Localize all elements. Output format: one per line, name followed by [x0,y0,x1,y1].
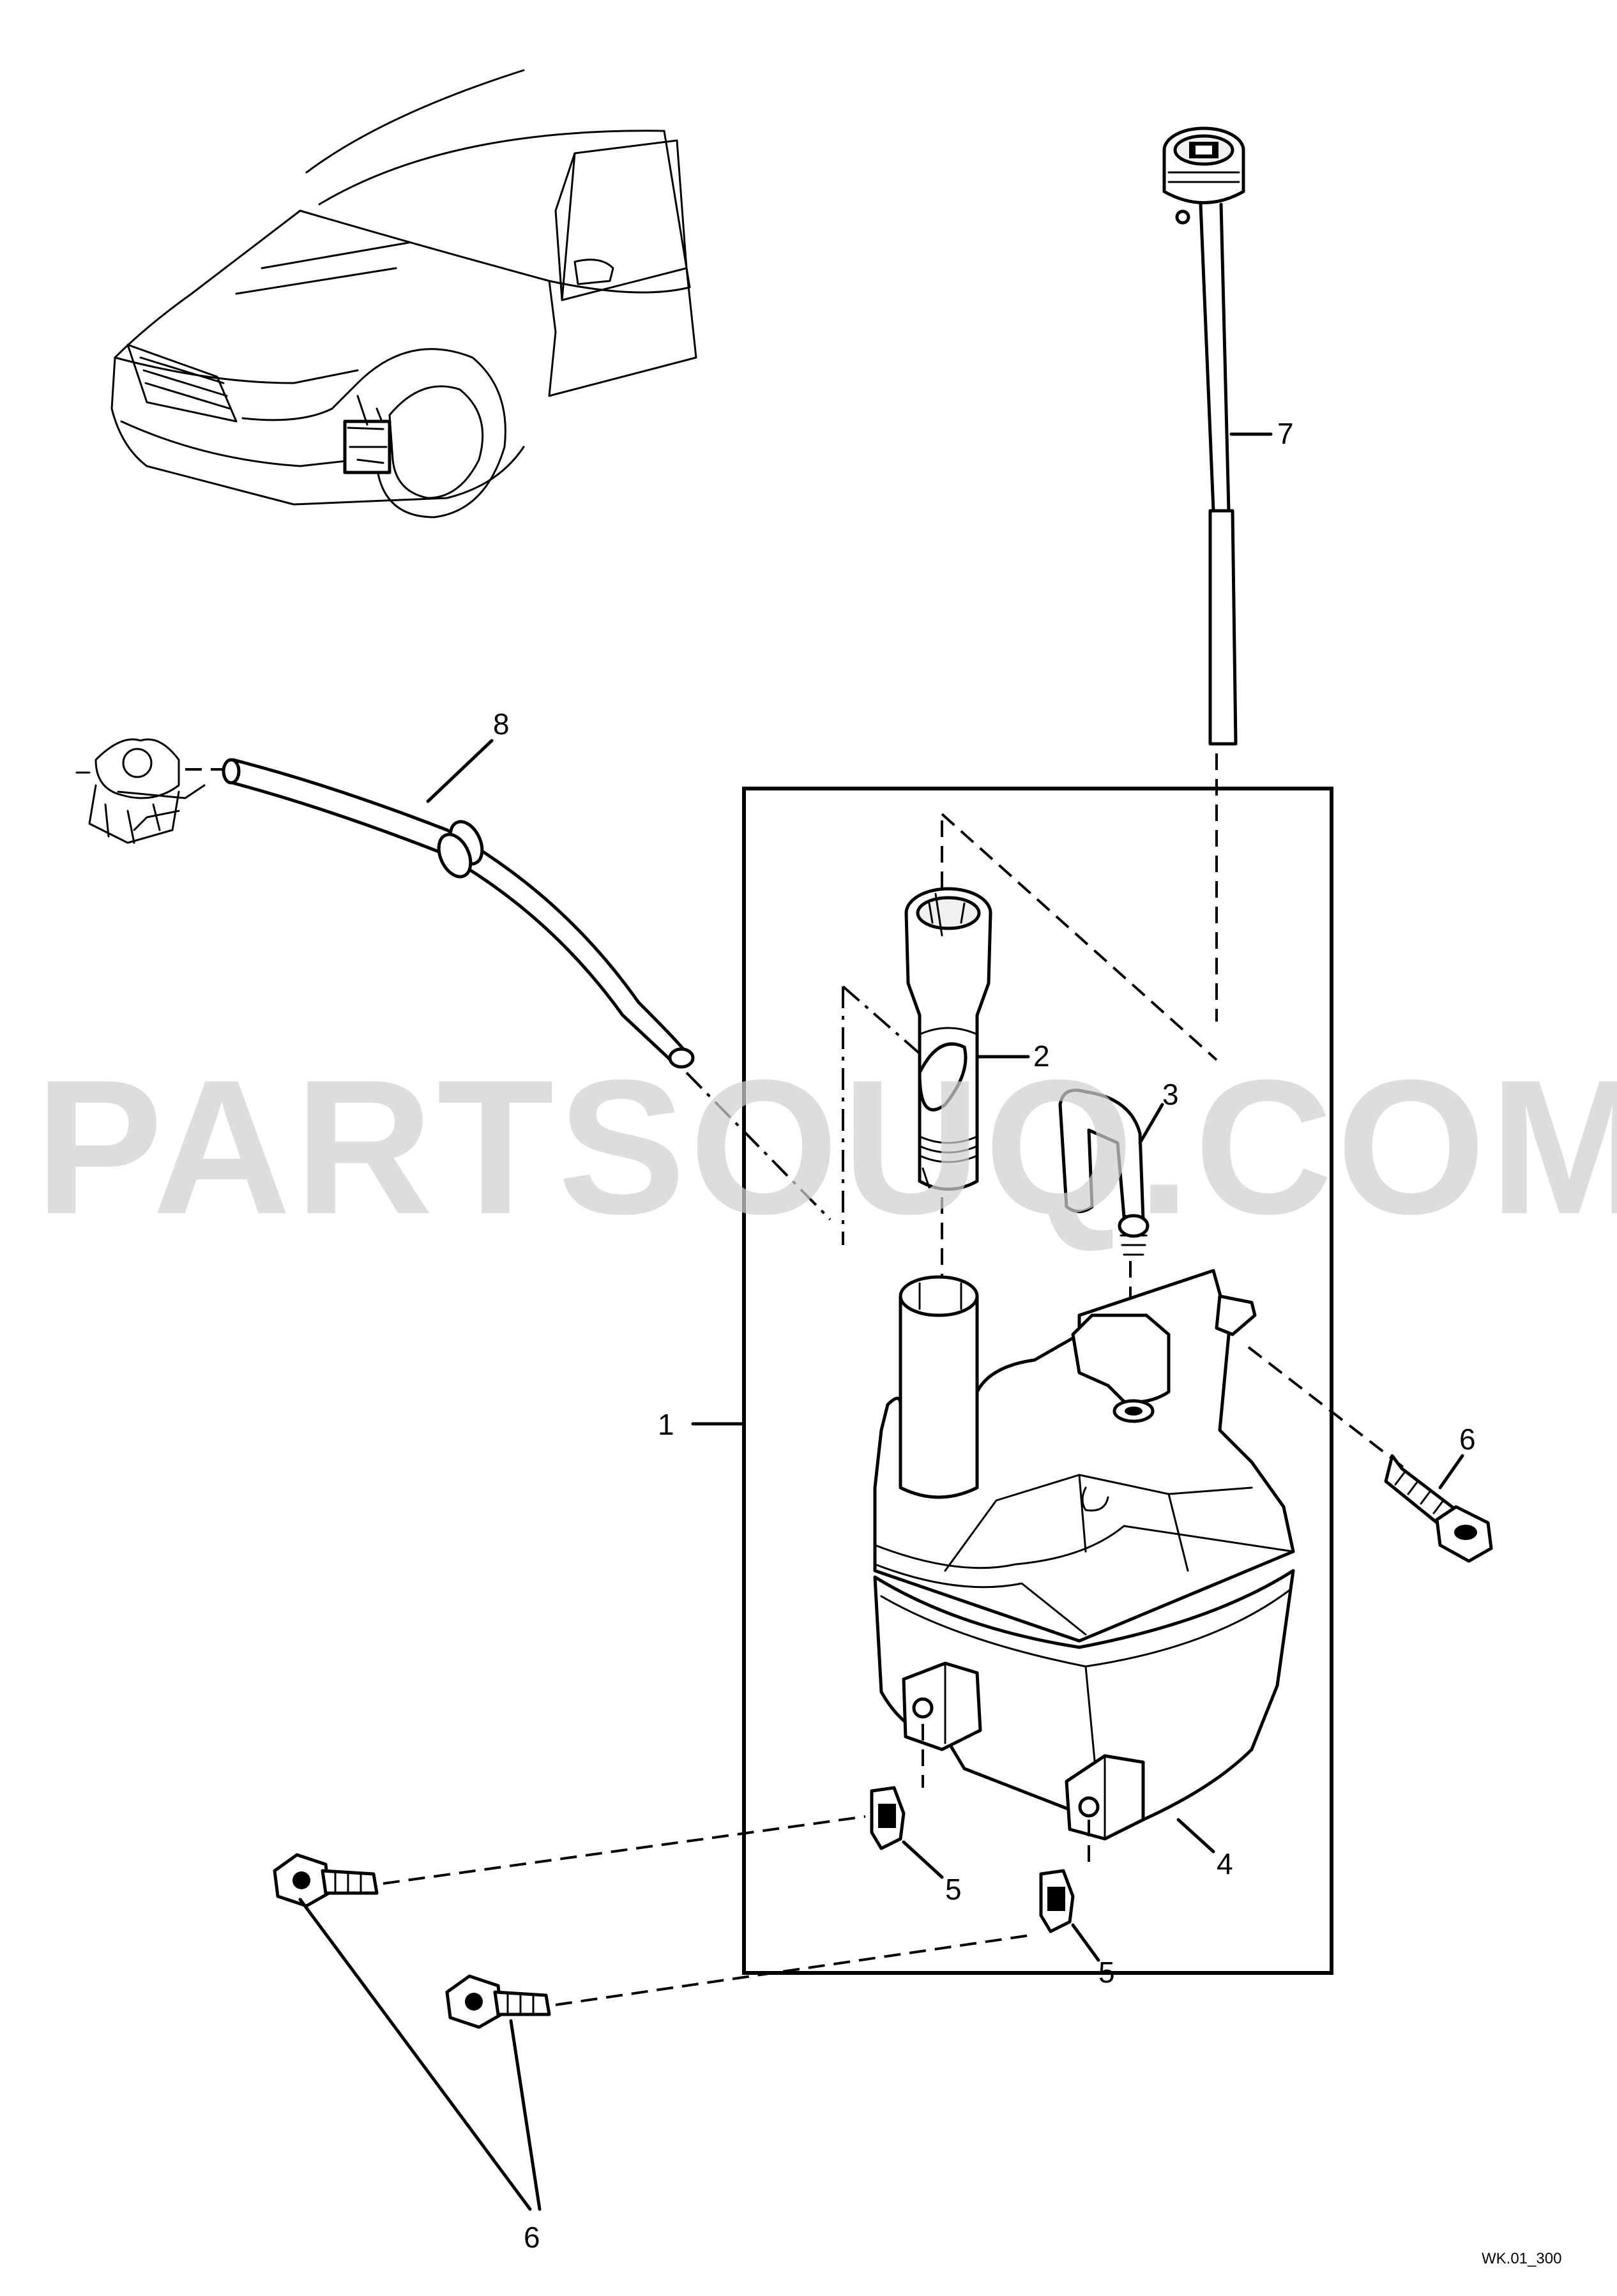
diagram-reference-code: WK.01_300 [1482,2250,1561,2267]
part-5-clip-nut-lower: 5 [1039,1820,1115,1989]
callout-3: 3 [1162,1078,1179,1111]
callout-4: 4 [1217,1847,1233,1880]
part-5-clip-nut-upper: 5 [870,1724,962,1906]
part-6-screws-lower-left: 6 [273,1815,1035,2254]
callout-8: 8 [493,707,510,741]
callout-2: 2 [1033,1039,1050,1073]
vehicle-location-illustration [110,69,697,518]
assembly-1-frame [742,787,1333,1975]
callout-5a: 5 [945,1873,962,1906]
callout-5b: 5 [1098,1956,1115,1989]
part-6-screw-right: 6 [1247,1346,1493,1563]
callout-7: 7 [1277,417,1294,450]
part-4-washer-reservoir: 4 [873,1269,1295,1880]
callout-1: 1 [658,1408,674,1441]
part-3-elbow-hose: 3 [1058,1078,1179,1256]
callout-6b: 6 [524,2221,540,2254]
part-2-filler-neck: 2 [904,887,1050,1191]
part-8-hose: 8 [75,707,695,1069]
callout-6a: 6 [1459,1423,1476,1456]
watermark: PARTSOUQ.COM [35,1039,1617,1254]
part-7-cap-with-dipstick: 7 [1162,126,1294,746]
